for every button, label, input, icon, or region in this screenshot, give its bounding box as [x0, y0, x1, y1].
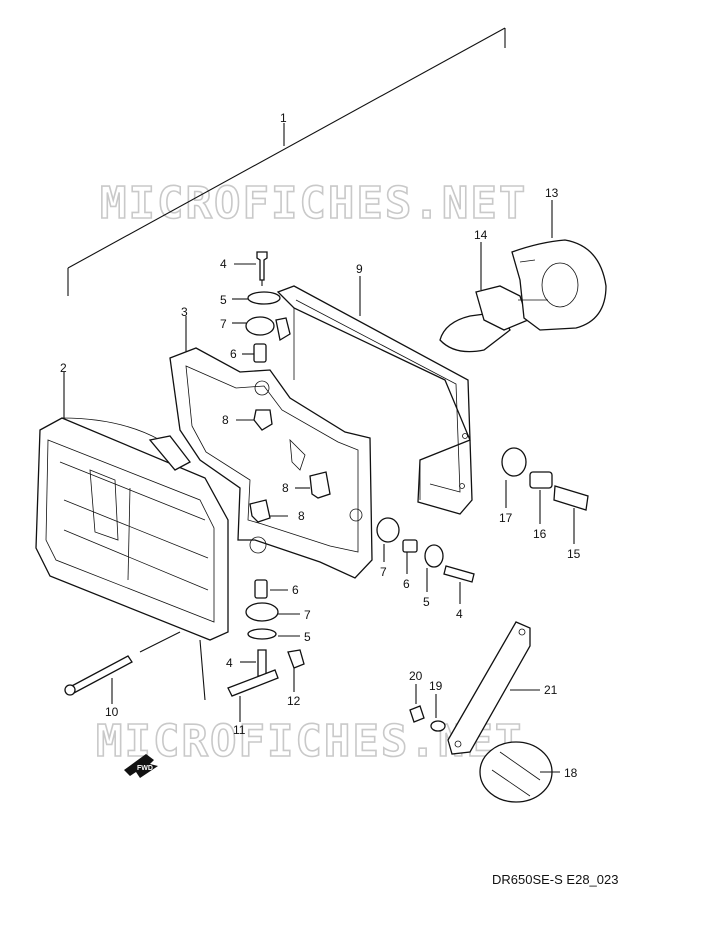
callout-1: 1 [280, 111, 287, 125]
callout-6-right: 6 [403, 577, 410, 591]
callout-9: 9 [356, 262, 363, 276]
hardware-bottom-stack [64, 579, 305, 701]
callout-20: 20 [409, 669, 423, 683]
callout-15: 15 [567, 547, 581, 561]
forward-direction-arrow: FWD [124, 754, 158, 778]
callout-18: 18 [564, 766, 578, 780]
callout-14: 14 [474, 228, 488, 242]
callout-17: 17 [499, 511, 513, 525]
headlight-bracket-frame [169, 347, 373, 579]
bulb-and-socket [439, 239, 607, 353]
callout-7-right: 7 [380, 565, 387, 579]
callout-labels: 1 2 3 4 5 7 6 8 8 8 9 13 14 17 16 15 7 6… [60, 111, 581, 780]
watermark-top: MICROFICHES.NET [100, 178, 527, 229]
headlight-lens-unit [35, 417, 229, 641]
callout-2: 2 [60, 361, 67, 375]
callout-8-c: 8 [298, 509, 305, 523]
callout-5-right: 5 [423, 595, 430, 609]
assembly-bracket [67, 27, 506, 296]
callout-8-a: 8 [222, 413, 229, 427]
callout-4-right: 4 [456, 607, 463, 621]
callout-6-top: 6 [230, 347, 237, 361]
callout-10: 10 [105, 705, 119, 719]
fwd-label: FWD [137, 765, 153, 772]
headlight-housing-frame [276, 285, 473, 515]
hardware-top-stack [245, 251, 331, 523]
callout-19: 19 [429, 679, 443, 693]
leader-lines [63, 200, 575, 773]
reflector-stay [409, 621, 553, 803]
callout-4-top: 4 [220, 257, 227, 271]
callout-13: 13 [545, 186, 559, 200]
callout-7-bottom: 7 [304, 608, 311, 622]
callout-16: 16 [533, 527, 547, 541]
callout-8-b: 8 [282, 481, 289, 495]
callout-3: 3 [181, 305, 188, 319]
callout-5-bottom: 5 [304, 630, 311, 644]
callout-7-top: 7 [220, 317, 227, 331]
callout-11: 11 [233, 723, 246, 737]
callout-21: 21 [544, 683, 558, 697]
diagram-code: DR650SE-S E28_023 [492, 872, 618, 887]
callout-4-bottom: 4 [226, 656, 233, 670]
hardware-right-side [376, 447, 589, 583]
callout-12: 12 [287, 694, 301, 708]
callout-5-top: 5 [220, 293, 227, 307]
callout-6-bottom: 6 [292, 583, 299, 597]
